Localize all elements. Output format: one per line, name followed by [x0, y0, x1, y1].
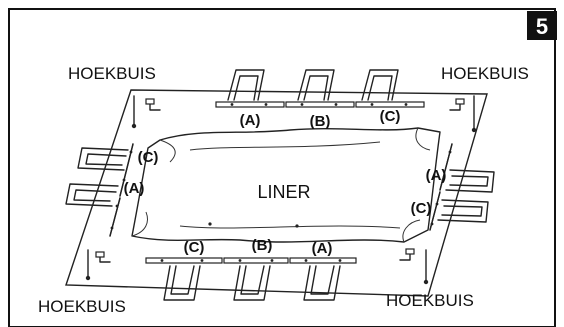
liner-label: LINER	[257, 182, 310, 202]
rail-label-bottom-1: (C)	[184, 239, 205, 256]
diagram-frame	[8, 8, 556, 327]
rail-label-top-2: (B)	[310, 113, 331, 130]
corner-label-bottom-right: HOEKBUIS	[386, 291, 474, 310]
corner-pipe-bottom-left	[85, 249, 111, 281]
corner-pipe-bottom-right	[399, 248, 429, 285]
ground-sheet	[65, 89, 488, 297]
rail-label-bottom-2: (B)	[252, 237, 273, 254]
rail-label-top-3: (C)	[380, 108, 401, 125]
rail-label-left-2: (A)	[124, 180, 145, 197]
rail-label-bottom-3: (A)	[312, 240, 333, 257]
rail-label-top-1: (A)	[240, 112, 261, 129]
u-legs-bottom	[163, 265, 341, 301]
step-badge	[527, 11, 557, 40]
rail-label-right-1: (A)	[426, 167, 447, 184]
rails-top	[215, 101, 425, 108]
step-number: 5	[536, 14, 548, 39]
liner	[131, 127, 441, 243]
u-legs-left	[65, 147, 129, 207]
u-legs-right	[437, 169, 495, 223]
corner-label-top-left: HOEKBUIS	[68, 64, 156, 83]
u-legs-top	[227, 69, 399, 101]
rails-bottom	[145, 257, 357, 264]
corner-label-top-right: HOEKBUIS	[441, 64, 529, 83]
rails-right	[429, 143, 453, 231]
rail-label-right-2: (C)	[411, 200, 432, 217]
rail-label-left-1: (C)	[138, 149, 159, 166]
corner-pipe-top-left	[131, 95, 161, 129]
rails-left	[109, 143, 134, 237]
corner-pipe-top-right	[449, 95, 477, 133]
corner-label-bottom-left: HOEKBUIS	[38, 297, 126, 316]
